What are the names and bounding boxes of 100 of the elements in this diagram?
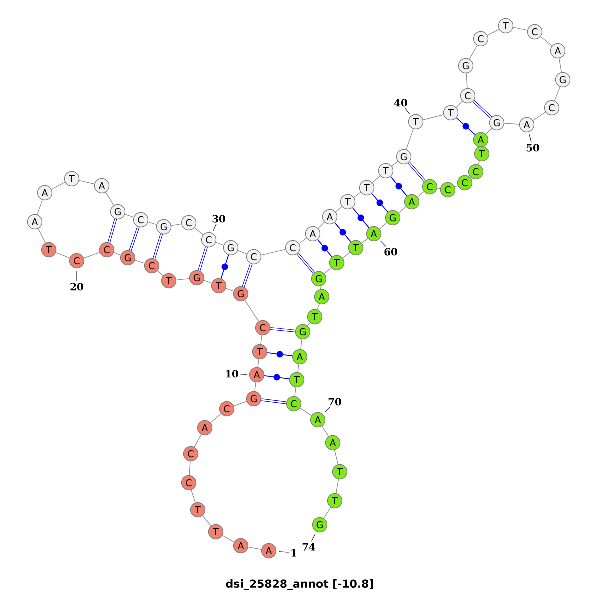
base-pair-line: [296, 252, 316, 274]
position-number: 74: [302, 543, 316, 551]
backbone-line: [466, 73, 468, 89]
backbone-line: [216, 242, 224, 246]
base-pair-line: [408, 162, 426, 182]
backbone-line: [372, 176, 381, 184]
backbone-line: [454, 186, 458, 188]
backbone-line: [51, 182, 66, 190]
backbone-line: [324, 268, 332, 274]
backbone-line: [540, 36, 552, 46]
backbone-line: [261, 249, 286, 256]
backbone-line: [194, 228, 204, 236]
base-pair-line: [267, 351, 293, 358]
backbone-line: [298, 364, 300, 373]
leader-line: [324, 406, 330, 413]
position-number: 20: [70, 283, 84, 291]
backbone-line: [437, 188, 441, 190]
backbone-line: [210, 414, 222, 424]
backbone-line: [248, 546, 262, 550]
backbone-line: [336, 479, 340, 494]
backbone-line: [134, 260, 146, 264]
base-pair-line: [129, 226, 140, 252]
position-number: 60: [384, 248, 398, 256]
base-pair-line: [270, 327, 296, 333]
base-pair-line: [198, 246, 208, 272]
position-number: 40: [394, 99, 408, 107]
backbone-line: [354, 192, 362, 198]
backbone-line: [148, 222, 158, 226]
backbone-line: [324, 507, 332, 519]
base-pair-line: [264, 374, 290, 381]
backbone-line: [342, 252, 350, 259]
base-pair-line: [456, 118, 476, 136]
backbone-line: [379, 222, 388, 230]
position-number: 70: [328, 398, 342, 406]
backbone-line: [254, 382, 256, 392]
backbone-line: [307, 322, 311, 326]
backbone-line: [318, 222, 325, 229]
backbone-line: [392, 161, 398, 167]
backbone-line: [322, 426, 330, 437]
backbone-line: [554, 86, 561, 102]
leader-line: [278, 551, 290, 553]
base-pair-line: [153, 234, 164, 260]
backbone-line: [398, 206, 407, 214]
position-number: 30: [212, 215, 226, 223]
backbone-line: [258, 359, 260, 368]
leader-line: [311, 534, 316, 542]
backbone-line: [478, 160, 480, 166]
backbone-line: [37, 200, 43, 216]
backbone-line: [300, 408, 312, 416]
base-pair-line: [220, 254, 230, 280]
backbone-line: [171, 224, 182, 226]
base-pair-line: [108, 218, 118, 244]
backbone-line: [317, 304, 320, 310]
base-pair-line: [352, 207, 370, 229]
backbone-line: [513, 27, 528, 31]
backbone-line: [469, 45, 478, 60]
backbone-line: [362, 238, 368, 244]
leader-line: [529, 134, 532, 143]
backbone-line: [176, 278, 190, 281]
backbone-line: [504, 123, 520, 125]
leader-line: [76, 270, 78, 282]
position-number: 10: [226, 370, 238, 378]
backbone-line: [79, 180, 95, 185]
backbone-line: [226, 288, 234, 292]
backbone-line: [114, 252, 122, 256]
backbone-line: [320, 286, 322, 290]
base-pair-line: [334, 222, 352, 243]
backbone-line: [336, 206, 343, 212]
leader-line: [404, 108, 410, 114]
backbone-line: [222, 535, 235, 543]
caption: dsi_25828_annot [-10.8]: [226, 580, 374, 590]
backbone-line: [56, 252, 70, 259]
backbone-line: [204, 280, 212, 284]
backbone-line: [106, 192, 114, 206]
backbone-line: [157, 270, 164, 276]
backbone-line: [406, 128, 414, 150]
backbone-line: [423, 114, 444, 120]
backbone-line: [456, 101, 463, 108]
backbone-line: [191, 490, 196, 504]
backbone-line: [487, 29, 500, 36]
base-pair-line: [317, 239, 333, 258]
backbone-line: [418, 192, 425, 198]
backbone-line: [260, 335, 262, 345]
backbone-line: [194, 434, 202, 448]
backbone-line: [84, 252, 100, 259]
position-number: 50: [526, 144, 540, 152]
position-number: 1: [292, 549, 296, 557]
base-pair-line: [261, 398, 287, 404]
leader-line: [240, 374, 248, 375]
backbone-line: [532, 112, 546, 122]
backbone-line: [234, 401, 248, 407]
backbone-line: [298, 238, 308, 244]
backbone-line: [294, 387, 296, 397]
base-pair-line: [472, 100, 492, 119]
leader-line: [213, 224, 217, 232]
backbone-line: [558, 58, 562, 73]
backbone-line: [202, 516, 212, 526]
base-pair-line: [390, 176, 408, 197]
backbone-line: [334, 450, 339, 465]
base-pair-line: [372, 193, 388, 213]
